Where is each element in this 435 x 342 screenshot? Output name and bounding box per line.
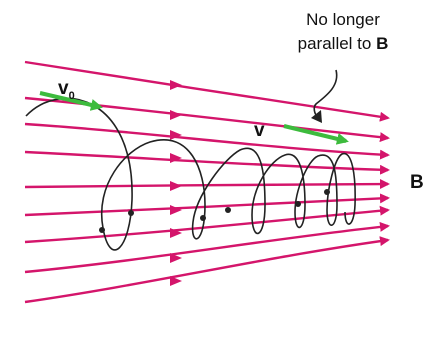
field-lines xyxy=(24,60,390,304)
initial-velocity-subscript: 0 xyxy=(68,89,75,102)
magnetic-field-label: B xyxy=(410,172,424,193)
field-line-5 xyxy=(24,179,390,190)
field-arrowhead-icon xyxy=(170,110,182,120)
field-arrowhead-icon xyxy=(170,130,182,140)
velocity-label: v xyxy=(254,120,265,141)
field-arrowhead-icon xyxy=(170,153,182,163)
field-line-8 xyxy=(24,221,390,274)
velocity-arrow-icon xyxy=(283,124,349,145)
annotation-pointer xyxy=(313,69,338,118)
initial-velocity-symbol: v xyxy=(58,78,69,99)
annotation-note: No longer parallel to B xyxy=(268,8,418,56)
particle-orbit xyxy=(25,97,356,251)
annotation-pointer-head xyxy=(311,110,322,123)
field-line-4 xyxy=(24,150,390,175)
annotation-line-2-symbol: B xyxy=(376,34,389,53)
field-line-6 xyxy=(24,193,390,217)
field-arrowheads xyxy=(170,80,182,286)
field-arrowhead-icon xyxy=(170,276,182,286)
annotation-line-2: parallel to B xyxy=(268,32,418,56)
orbit-dots xyxy=(99,189,330,233)
field-arrowhead-icon xyxy=(170,228,182,238)
initial-velocity-label: v0 xyxy=(58,78,75,102)
field-arrowhead-icon xyxy=(170,253,182,263)
velocity-arrow-icon xyxy=(39,91,103,111)
field-arrowhead-icon xyxy=(170,181,182,191)
field-line-7 xyxy=(24,205,390,244)
annotation-line-1: No longer xyxy=(306,10,380,29)
annotation-line-2-text: parallel to xyxy=(297,34,377,53)
field-line-1 xyxy=(24,60,390,122)
field-line-3 xyxy=(24,122,390,160)
field-arrowhead-icon xyxy=(170,205,182,215)
field-arrowhead-icon xyxy=(170,80,182,90)
field-line-9 xyxy=(24,236,390,304)
